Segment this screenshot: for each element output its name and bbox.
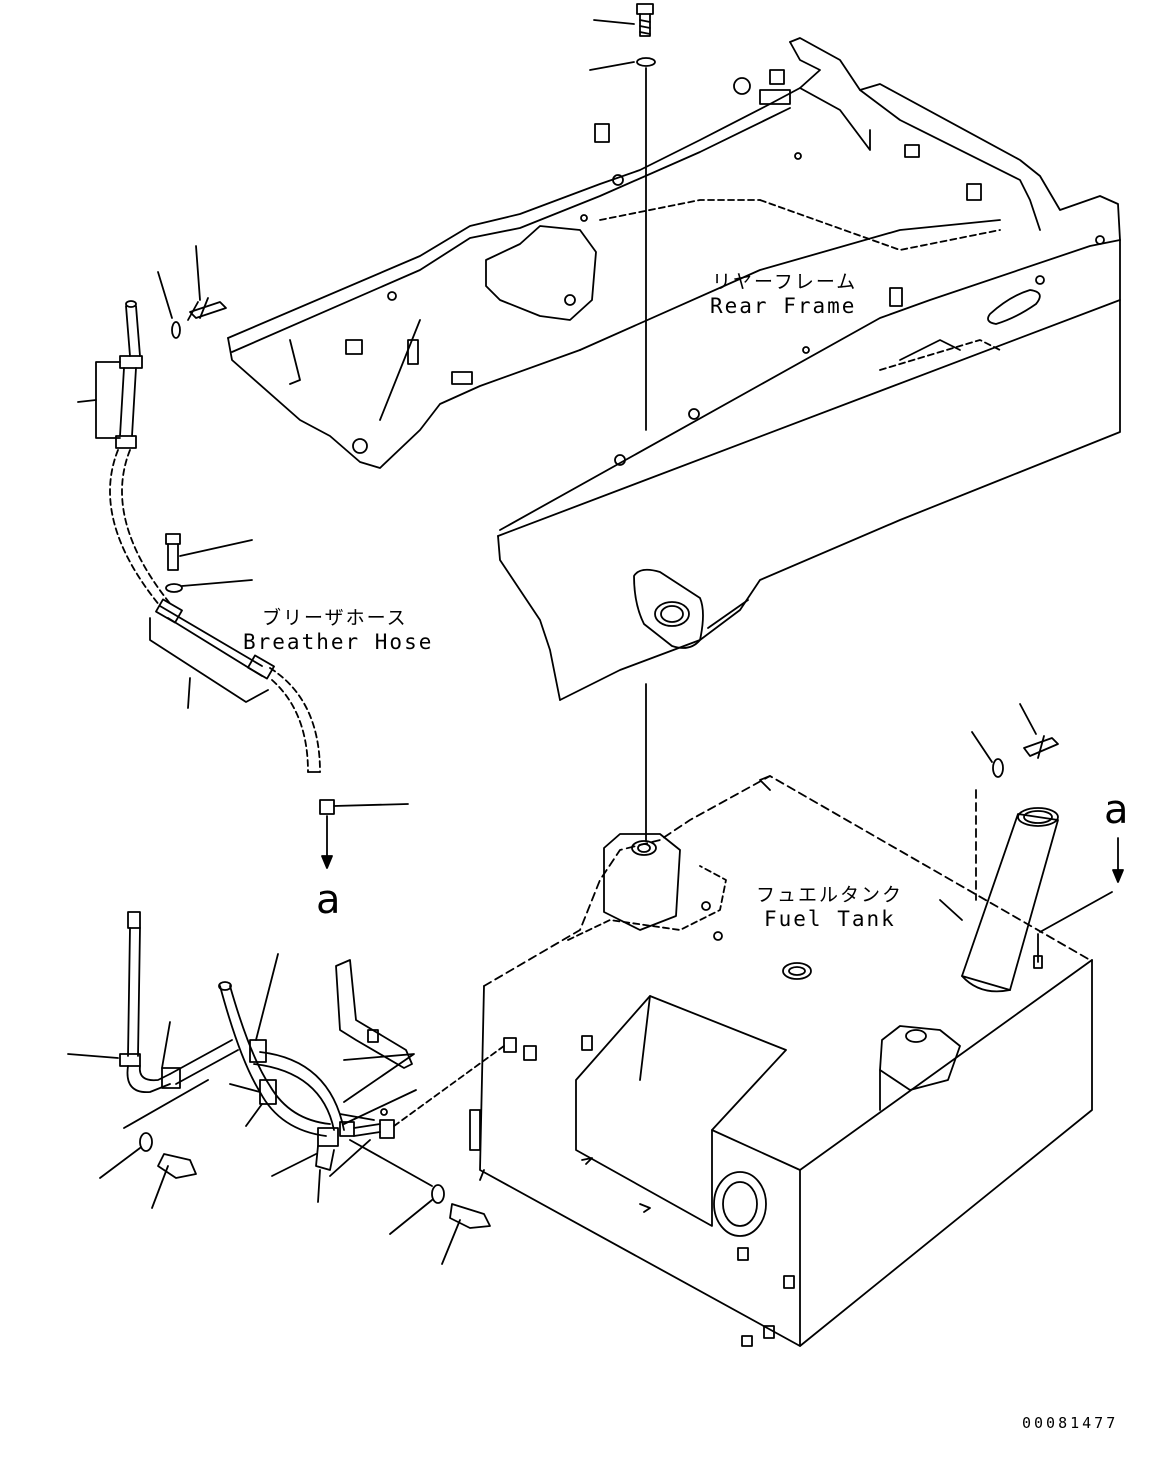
breather-hose-label-jp: ブリーザホース [262,607,408,629]
rear-frame [227,37,1121,701]
center-bolt [589,3,656,841]
rear-frame-label-jp: リヤーフレーム [712,271,858,293]
reference-a-left: a [316,877,341,923]
fuel-tank [469,703,1124,1347]
fuel-tank-label-en: Fuel Tank [764,907,896,931]
rear-frame-label-en: Rear Frame [710,294,857,318]
reference-a-right: a [1104,787,1129,833]
fuel-tank-label-jp: フュエルタンク [756,884,904,906]
fuel-line-assembly [67,911,505,1265]
drawing-number: 00081477 [1022,1414,1119,1432]
breather-hose-label-en: Breather Hose [243,630,434,654]
breather-hose-assembly [77,245,409,869]
